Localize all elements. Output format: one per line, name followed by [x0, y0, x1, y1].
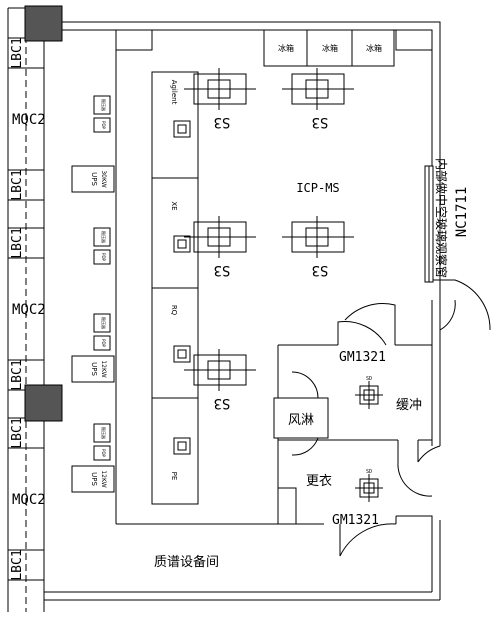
hood-label: S3 — [214, 262, 231, 278]
bench-label-rq: RQ — [170, 305, 178, 316]
door-code-lower: GM1321 — [332, 513, 379, 528]
exhaust-hoods — [184, 68, 354, 391]
hood-label: S3 — [214, 114, 231, 130]
regulator-boxes — [93, 95, 111, 461]
fridge-label: 冰箱 — [366, 43, 382, 53]
hood-label: S3 — [312, 262, 329, 278]
bench-label-xe: XE — [170, 201, 178, 210]
ups-rating: 30KW — [100, 170, 107, 187]
fridge-row — [263, 29, 395, 67]
structural-column-middle — [24, 384, 63, 422]
air-diffusers — [355, 381, 383, 502]
hood-label: S3 — [214, 395, 231, 411]
regulator-label: 稳压器 — [101, 317, 107, 329]
panel-label-lbc: LBC1 — [10, 227, 25, 258]
ups-rating: 12KW — [100, 470, 107, 487]
pdp-label: PDP — [101, 121, 106, 129]
door-code-upper: GM1321 — [339, 350, 386, 365]
ups-rating: 12KW — [100, 360, 107, 377]
fridge-label: 冰箱 — [278, 43, 294, 53]
diffuser-label: SD — [366, 376, 372, 382]
panel-label-lbc: LBC1 — [10, 549, 25, 580]
window-description: 内部做中空玻璃观察窗 — [434, 158, 449, 278]
structural-column-top — [24, 5, 63, 42]
ups-title: UPS — [90, 472, 98, 486]
main-room-label: 质谱设备间 — [154, 554, 219, 570]
bench-label-agilent: Agilent — [170, 80, 178, 105]
ups-units — [71, 165, 115, 493]
fridge-label: 冰箱 — [322, 43, 338, 53]
air-shower-box — [273, 397, 329, 439]
bench-label-pe: PE — [170, 472, 178, 481]
panel-labels: LBC1 MQC2 LBC1 LBC1 MQC2 LBC1 LBC1 MQC2 … — [10, 37, 46, 580]
ups-title: UPS — [90, 362, 98, 376]
panel-label-lbc: LBC1 — [10, 37, 25, 68]
instrument-benches — [151, 71, 199, 505]
panel-label-lbc: LBC1 — [10, 417, 25, 448]
hood-label: S3 — [312, 114, 329, 130]
panel-label-mqc: MQC2 — [12, 302, 46, 318]
panel-label-lbc: LBC1 — [10, 169, 25, 200]
pdp-label: PDP — [101, 449, 106, 457]
bench-instruments — [173, 120, 191, 455]
air-shower-label: 风淋 — [288, 413, 314, 428]
panel-label-lbc: LBC1 — [10, 359, 25, 390]
buffer-room-label: 缓冲 — [396, 398, 422, 413]
pdp-label: PDP — [101, 339, 106, 347]
door-swings — [291, 275, 491, 557]
ups-title: UPS — [90, 172, 98, 186]
diffuser-label: SD — [366, 469, 372, 475]
regulator-label: 稳压器 — [101, 427, 107, 439]
panel-label-mqc: MQC2 — [12, 492, 46, 508]
regulator-label: 稳压器 — [101, 231, 107, 243]
ante-room-walls — [278, 439, 433, 525]
regulator-label: 稳压器 — [101, 99, 107, 111]
pdp-label: PDP — [101, 253, 106, 261]
instrument-zone-label: ICP-MS — [296, 181, 339, 195]
window-code: NC1711 — [454, 187, 470, 238]
changing-room-label: 更衣 — [306, 473, 332, 489]
panel-label-mqc: MQC2 — [12, 112, 46, 128]
